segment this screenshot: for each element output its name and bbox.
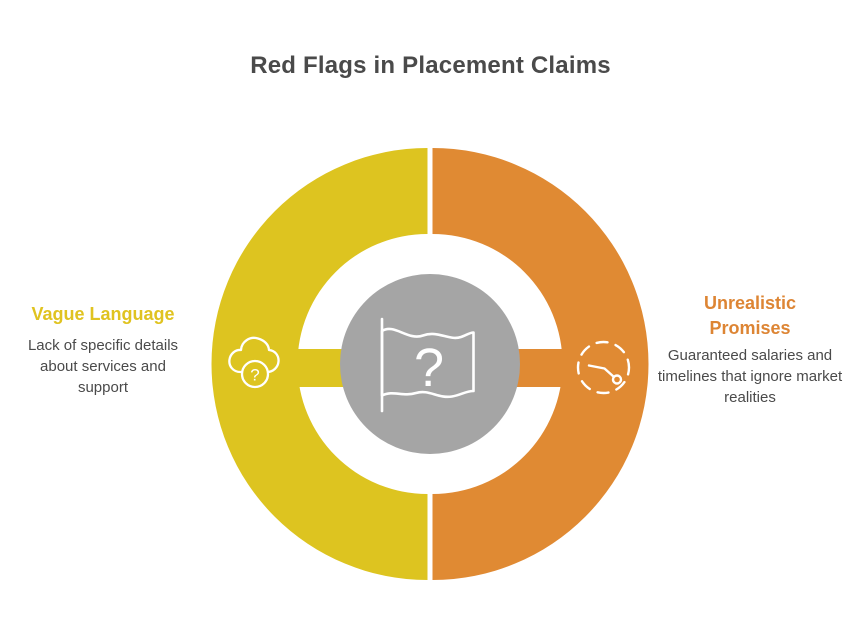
- left-connector: [290, 349, 344, 387]
- left-heading: Vague Language: [31, 304, 175, 324]
- flag-question-icon: ?: [380, 317, 475, 413]
- left-description: Lack of specific details about services …: [27, 337, 179, 396]
- cloud-question-mark: ?: [250, 366, 259, 385]
- cloud-question-circle: [240, 359, 270, 389]
- clock-dashed-ring: [576, 340, 631, 395]
- right-connector: [516, 349, 570, 387]
- cloud-question-icon: ?: [228, 336, 280, 389]
- page-title: Red Flags in Placement Claims: [250, 52, 611, 79]
- right-segment-label: Unrealistic Promises Guaranteed salaries…: [657, 291, 843, 408]
- donut-right-segment: [432, 148, 649, 580]
- center-circle: [340, 274, 520, 454]
- clock-hand-knob: [611, 374, 623, 385]
- donut-left-segment: [211, 148, 428, 580]
- flag-question-mark: ?: [414, 338, 444, 398]
- flag-banner: [380, 327, 475, 399]
- right-heading: Unrealistic Promises: [703, 293, 797, 338]
- left-segment-label: Vague Language Lack of specific details …: [14, 302, 192, 398]
- cloud-outline: [228, 336, 280, 374]
- dashed-clock-icon: [576, 340, 631, 395]
- right-description: Guaranteed salaries and timelines that i…: [657, 347, 843, 406]
- clock-hands: [587, 364, 616, 379]
